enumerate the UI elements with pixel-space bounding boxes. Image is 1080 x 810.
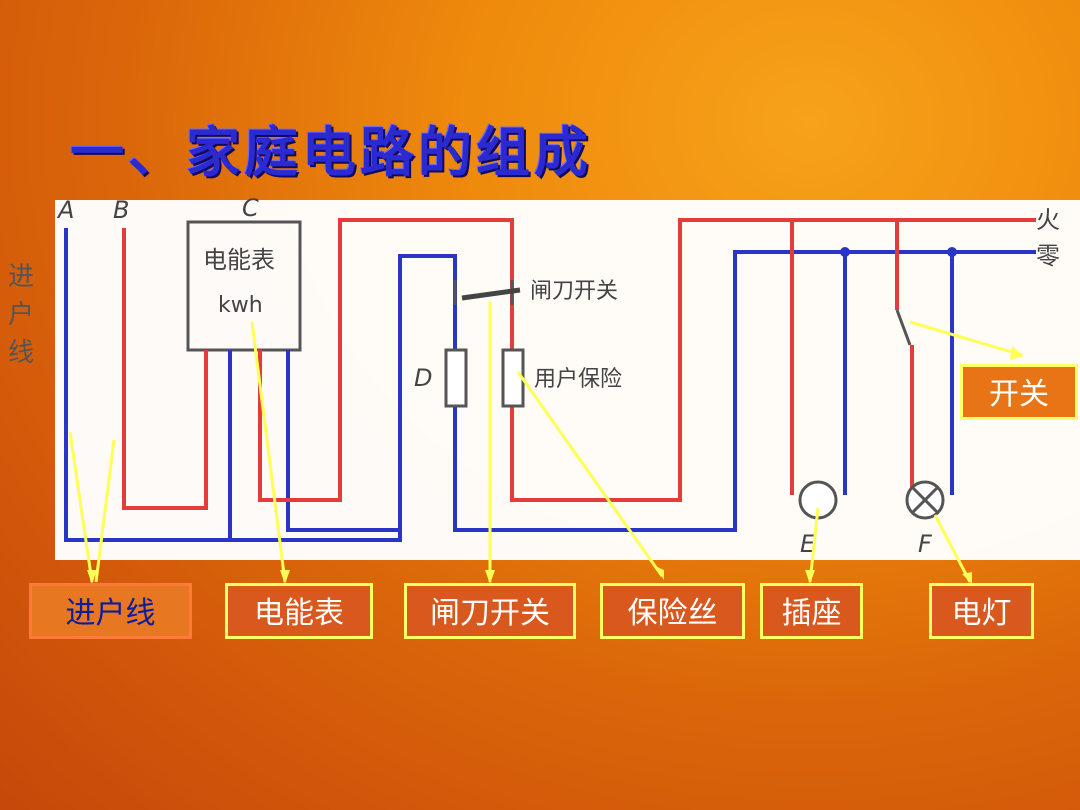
label-zero: 零 bbox=[1036, 242, 1060, 270]
meter-box bbox=[186, 220, 302, 352]
callout-knife-switch: 闸刀开关 bbox=[404, 583, 576, 639]
live-meter-out bbox=[258, 218, 514, 502]
label-c: C bbox=[242, 194, 259, 222]
callout-entry-line: 进户线 bbox=[29, 583, 192, 639]
entry-char-3: 线 bbox=[8, 338, 34, 368]
meter-title: 电能表 bbox=[203, 246, 275, 274]
wall-switch-blade bbox=[895, 309, 912, 346]
neutral-meter-out bbox=[286, 350, 400, 532]
label-f: F bbox=[918, 530, 933, 558]
label-d: D bbox=[414, 364, 432, 392]
neutral-wires bbox=[64, 228, 1036, 542]
label-fire: 火 bbox=[1036, 206, 1060, 234]
junction-dot bbox=[840, 247, 850, 257]
live-wires bbox=[122, 218, 1036, 510]
live-user bbox=[510, 218, 1036, 502]
label-b: B bbox=[113, 196, 129, 224]
callout-socket: 插座 bbox=[760, 583, 863, 639]
entry-char-1: 进 bbox=[8, 262, 34, 292]
user-fuse-text: 用户保险 bbox=[534, 367, 622, 392]
lamp-symbol bbox=[905, 480, 945, 520]
callout-meter: 电能表 bbox=[225, 583, 373, 639]
live-entry bbox=[122, 228, 208, 510]
callout-lamp: 电灯 bbox=[929, 583, 1034, 639]
knife-switch-symbol bbox=[453, 280, 521, 305]
junction-dot bbox=[947, 247, 957, 257]
fuse-user bbox=[501, 348, 525, 408]
callout-switch: 开关 bbox=[960, 364, 1078, 420]
label-a: A bbox=[56, 196, 74, 224]
pointer-lines bbox=[68, 302, 1023, 583]
entry-char-2: 户 bbox=[8, 300, 34, 330]
fuse-d bbox=[444, 348, 468, 408]
neutral-user bbox=[453, 250, 1036, 532]
neutral-main bbox=[64, 228, 457, 542]
knife-switch-text: 闸刀开关 bbox=[530, 279, 618, 304]
pointer-arrowheads bbox=[87, 346, 1024, 584]
slide-title: 一、家庭电路的组成 bbox=[70, 121, 592, 184]
callout-fuse: 保险丝 bbox=[600, 583, 745, 639]
meter-unit: kwh bbox=[218, 293, 263, 318]
